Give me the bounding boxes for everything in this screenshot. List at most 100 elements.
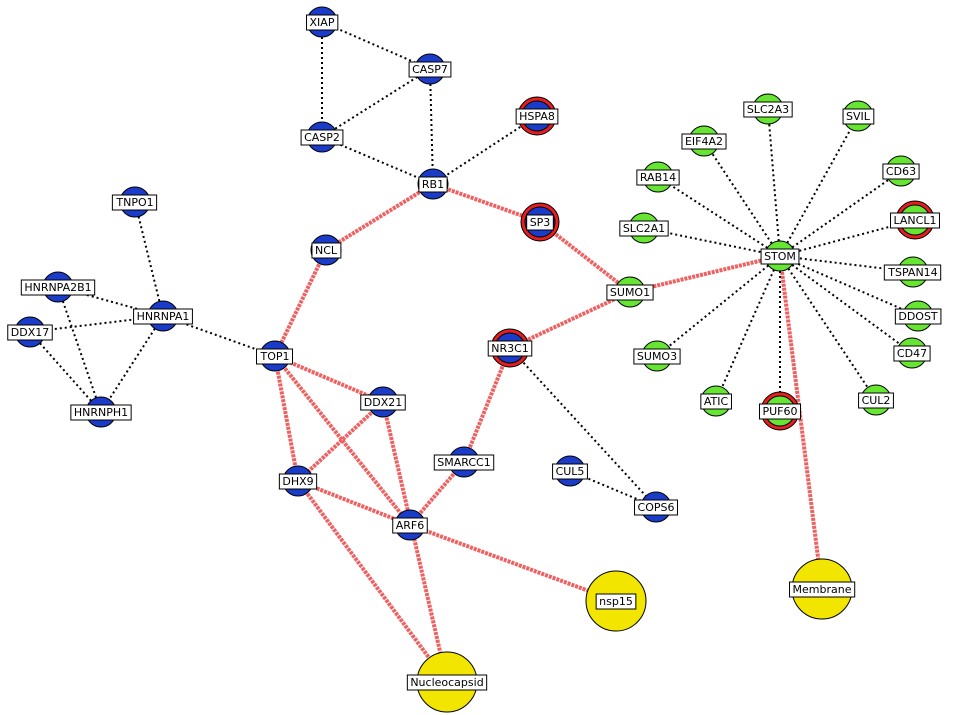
node-label: SUMO1: [610, 286, 650, 299]
node-cd63[interactable]: CD63: [882, 155, 920, 187]
node-hspa8[interactable]: HSPA8: [515, 96, 559, 136]
node-hnrnpa2b1[interactable]: HNRNPA2B1: [20, 271, 96, 303]
edge-stom-ddost: [779, 255, 919, 317]
node-label: DDX17: [11, 326, 49, 339]
node-lancl1[interactable]: LANCL1: [890, 200, 940, 240]
node-label: ARF6: [396, 519, 425, 532]
node-label: ATIC: [704, 395, 729, 408]
node-casp7[interactable]: CASP7: [408, 53, 452, 85]
node-label: SLC2A1: [623, 222, 665, 235]
node-label-box: [487, 340, 533, 357]
node-label: DDX21: [364, 396, 402, 409]
edge-nr3c1-smarcc1: [462, 347, 512, 463]
node-sp3[interactable]: SP3: [520, 202, 560, 242]
edge-top1-ddx21: [274, 354, 384, 404]
node-stom[interactable]: STOM: [760, 240, 800, 272]
node-label-box: [433, 454, 495, 471]
node-label: TOP1: [259, 350, 289, 363]
node-label: HNRNPH1: [74, 406, 128, 419]
node-label: RB1: [422, 178, 444, 191]
node-label-box: [893, 345, 931, 362]
node-slc2a3[interactable]: SLC2A3: [743, 93, 793, 125]
node-label: DDOST: [898, 310, 938, 323]
node-label: PUF60: [762, 405, 797, 418]
node-label-box: [890, 212, 940, 229]
node-label: CD47: [897, 347, 927, 360]
node-cul5[interactable]: CUL5: [552, 455, 588, 487]
edges-layer: [29, 21, 919, 684]
edge-hspa8-rb1: [432, 115, 538, 185]
node-cul2[interactable]: CUL2: [858, 384, 894, 416]
node-label: NR3C1: [491, 342, 529, 355]
node-svil[interactable]: SVIL: [842, 100, 875, 132]
node-label-box: [278, 473, 318, 490]
node-label-box: [606, 284, 654, 301]
node-label: HSPA8: [519, 110, 555, 123]
node-label: Nucleocapsid: [410, 676, 483, 689]
node-label-box: [552, 463, 588, 480]
edge-nr3c1-cops6: [509, 347, 657, 508]
node-label-box: [760, 248, 800, 265]
node-label: SMARCC1: [437, 456, 490, 469]
node-dhx9[interactable]: DHX9: [278, 465, 318, 497]
node-label: CASP7: [412, 63, 448, 76]
node-arf6[interactable]: ARF6: [392, 509, 428, 541]
node-slc2a1[interactable]: SLC2A1: [619, 212, 669, 244]
edge-stom-slc2a3: [767, 108, 781, 257]
node-xiap[interactable]: XIAP: [306, 6, 339, 38]
node-label-box: [515, 108, 559, 125]
node-ncl[interactable]: NCL: [310, 234, 342, 266]
edge-tnpo1-hnrnpa1: [134, 201, 164, 317]
node-cd47[interactable]: CD47: [893, 337, 931, 369]
node-label-box: [20, 279, 96, 296]
node-label-box: [883, 264, 942, 281]
node-casp2[interactable]: CASP2: [300, 121, 344, 153]
edge-casp7-rb1: [429, 68, 434, 185]
node-label-box: [408, 61, 452, 78]
node-tnpo1[interactable]: TNPO1: [111, 186, 158, 218]
node-hnrnph1[interactable]: HNRNPH1: [70, 396, 132, 428]
node-smarcc1[interactable]: SMARCC1: [433, 446, 495, 478]
node-sumo3[interactable]: SUMO3: [633, 340, 681, 372]
node-label-box: [636, 169, 680, 186]
node-top1[interactable]: TOP1: [255, 340, 294, 372]
node-eif4a2[interactable]: EIF4A2: [681, 125, 727, 157]
node-atic[interactable]: ATIC: [700, 385, 732, 417]
node-ddx21[interactable]: DDX21: [360, 386, 406, 418]
node-rab14[interactable]: RAB14: [636, 161, 680, 193]
node-label-box: [882, 163, 920, 180]
node-membrane[interactable]: Membrane: [789, 558, 856, 620]
node-sumo1[interactable]: SUMO1: [606, 276, 654, 308]
node-label-box: [633, 348, 681, 365]
edge-casp7-casp2: [321, 68, 431, 138]
node-hnrnpa1[interactable]: HNRNPA1: [133, 300, 193, 332]
node-label-box: [111, 194, 158, 211]
edge-rb1-ncl: [324, 182, 435, 252]
edge-stom-cd63: [779, 170, 902, 257]
edge-stom-atic: [715, 255, 781, 402]
edge-stom-cd47: [779, 255, 913, 354]
node-label-box: [595, 593, 637, 610]
node-rb1[interactable]: RB1: [417, 168, 449, 200]
node-tspan14[interactable]: TSPAN14: [883, 256, 942, 288]
node-label-box: [406, 674, 488, 691]
node-nr3c1[interactable]: NR3C1: [487, 328, 533, 368]
node-ddx17[interactable]: DDX17: [7, 316, 53, 348]
edge-ddx17-hnrnph1: [29, 331, 102, 413]
edge-stom-sumo3: [656, 255, 781, 357]
edge-stom-cul2: [779, 255, 877, 401]
node-ddost[interactable]: DDOST: [894, 300, 942, 332]
node-nucleocapsid[interactable]: Nucleocapsid: [406, 651, 488, 713]
edge-stom-svil: [779, 115, 859, 257]
edge-sumo1-stom: [629, 254, 781, 294]
edge-ncl-top1: [273, 249, 328, 357]
node-puf60[interactable]: PUF60: [758, 391, 802, 431]
edge-stom-eif4a2: [703, 140, 781, 257]
edge-ddx21-dhx9: [296, 400, 385, 483]
node-cops6[interactable]: COPS6: [634, 491, 678, 523]
node-label-box: [70, 404, 132, 421]
node-label-box: [306, 14, 339, 31]
node-label: Membrane: [793, 583, 852, 596]
node-nsp15[interactable]: nsp15: [585, 570, 647, 632]
